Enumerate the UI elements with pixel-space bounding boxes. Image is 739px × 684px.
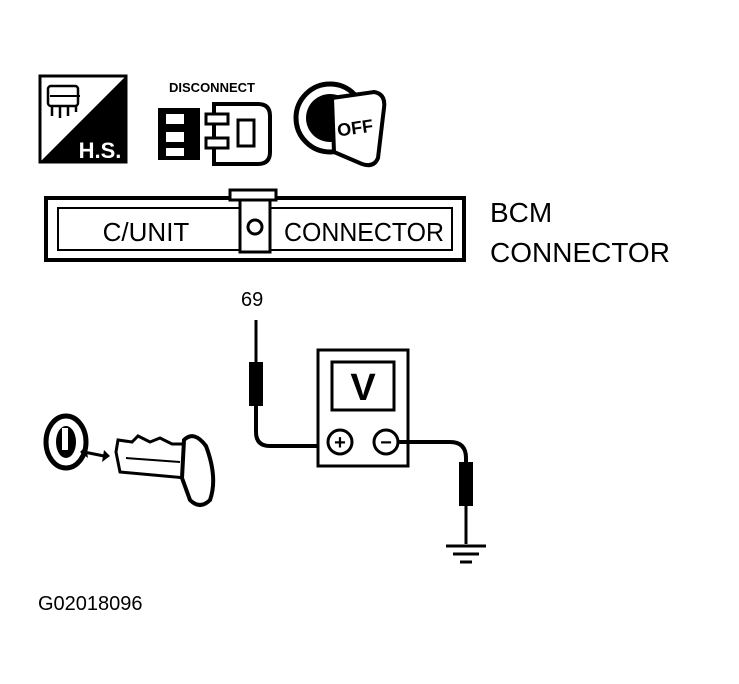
bcm-caption-line2: CONNECTOR [490, 237, 670, 268]
voltmeter-display: V [350, 367, 376, 409]
disconnect-label: DISCONNECT [169, 80, 255, 95]
positive-terminal [326, 428, 354, 456]
connector-right-label: CONNECTOR [284, 217, 444, 247]
bcm-connector: C/UNIT CONNECTOR [44, 188, 466, 262]
hs-label: H.S. [79, 138, 122, 163]
disconnect-icon: DISCONNECT [158, 80, 272, 166]
connector-left-label: C/UNIT [103, 217, 190, 247]
positive-symbol: + [334, 432, 346, 454]
negative-symbol: − [380, 432, 392, 454]
harness-icon: H.S. [38, 74, 128, 164]
ignition-off-label: OFF [336, 116, 374, 141]
ground-icon [446, 544, 486, 564]
terminal-number: 69 [241, 289, 263, 311]
voltmeter: V + − [316, 348, 410, 468]
positive-probe [249, 320, 330, 448]
figure-id: G02018096 [38, 593, 143, 615]
bcm-caption-line1: BCM [490, 197, 552, 228]
terminal-69-socket [246, 218, 264, 236]
ignition-off-icon: OFF [293, 81, 387, 168]
negative-probe [398, 440, 473, 544]
ignition-key-icon [43, 413, 216, 507]
